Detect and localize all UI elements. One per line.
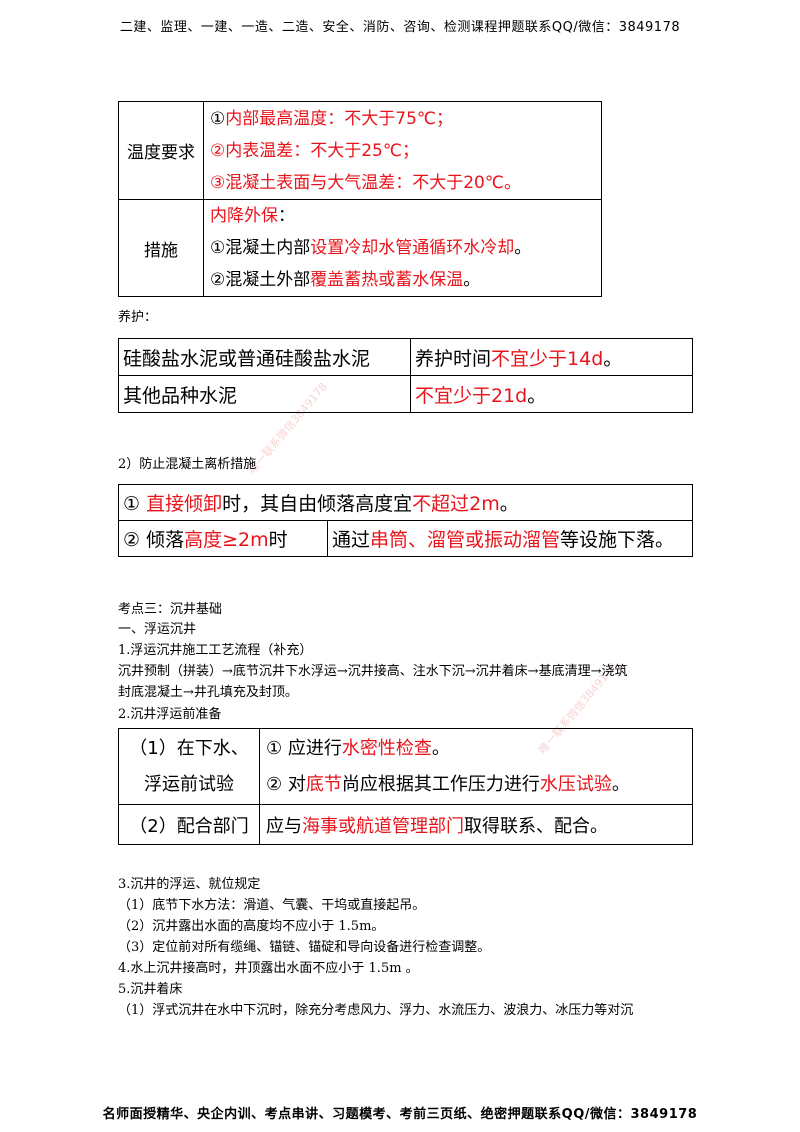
measures-label: 措施 <box>118 199 204 297</box>
temp-line-3: ③混凝土表面与大气温差：不大于20℃。 <box>210 172 521 193</box>
temp-requirement-label: 温度要求 <box>118 101 204 200</box>
temp-requirement-cell: ①内部最高温度：不大于75℃； ②内表温差：不大于25℃； ③混凝土表面与大气温… <box>203 101 602 200</box>
segregation-title: 2）防止混凝土离析措施 <box>118 457 257 472</box>
measures-cell: 内降外保： ①混凝土内部设置冷却水管通循环水冷却。 ②混凝土外部覆盖蓄热或蓄水保… <box>203 199 602 297</box>
curing-r2-c2: 不宜少于21d。 <box>410 375 693 413</box>
section-title: 考点三：沉井基础 <box>118 602 223 617</box>
segregation-r2-c2: 通过串筒、溜管或振动溜管等设施下落。 <box>327 520 693 557</box>
item-5: 5.沉井着床 <box>118 982 183 997</box>
temp-line-1: ①内部最高温度：不大于75℃； <box>210 108 453 129</box>
flow-line-1: 沉井预制（拼装）→底节沉井下水浮运→沉井接高、注水下沉→沉井着床→基底清理→浇筑 <box>118 664 628 679</box>
rule-line-3: （3）定位前对所有缆绳、锚链、锚碇和导向设备进行检查调整。 <box>118 940 491 955</box>
flow-line-2: 封底混凝土→井孔填充及封顶。 <box>118 685 298 700</box>
measures-line-2: ①混凝土内部设置冷却水管通循环水冷却。 <box>210 238 532 258</box>
curing-table: 硅酸盐水泥或普通硅酸盐水泥 养护时间不宜少于14d。 其他品种水泥 不宜少于21… <box>118 338 693 413</box>
curing-title: 养护： <box>118 310 158 325</box>
rule-line-4: （1）浮式沉井在水中下沉时，除充分考虑风力、浮力、水流压力、波浪力、冰压力等对沉 <box>118 1003 634 1018</box>
page-header: 二建、监理、一建、一造、二造、安全、消防、咨询、检测课程押题联系QQ/微信：38… <box>119 20 681 35</box>
item-3: 3.沉井的浮运、就位规定 <box>118 877 261 892</box>
preparation-table: （1）在下水、 浮运前试验 ① 应进行水密性检查。 ② 对底节尚应根据其工作压力… <box>118 728 693 845</box>
temperature-table: 温度要求 ①内部最高温度：不大于75℃； ②内表温差：不大于25℃； ③混凝土表… <box>118 101 602 297</box>
prep-r1-label: （1）在下水、 浮运前试验 <box>118 728 260 805</box>
segregation-r2-c1: ② 倾落高度≥2m时 <box>118 520 328 557</box>
segregation-r1: ① 直接倾卸时，其自由倾落高度宜不超过2m。 <box>118 484 693 521</box>
prep-r1-content: ① 应进行水密性检查。 ② 对底节尚应根据其工作压力进行水压试验。 <box>259 728 693 805</box>
subsection-title: 一、浮运沉井 <box>118 622 197 637</box>
segregation-table: ① 直接倾卸时，其自由倾落高度宜不超过2m。 ② 倾落高度≥2m时 通过串筒、溜… <box>118 484 693 557</box>
item-1: 1.浮运沉井施工工艺流程（补充） <box>118 643 313 658</box>
page-footer: 名师面授精华、央企内训、考点串讲、习题模考、考前三页纸、绝密押题联系QQ/微信：… <box>102 1107 698 1122</box>
curing-r1-c1: 硅酸盐水泥或普通硅酸盐水泥 <box>118 338 411 376</box>
measures-line-1: 内降外保： <box>210 206 295 226</box>
curing-r2-c1: 其他品种水泥 <box>118 375 411 413</box>
item-4: 4.水上沉井接高时，井顶露出水面不应小于 1.5m 。 <box>118 961 419 976</box>
curing-r1-c2: 养护时间不宜少于14d。 <box>410 338 693 376</box>
measures-line-3: ②混凝土外部覆盖蓄热或蓄水保温。 <box>210 270 481 290</box>
rule-line-1: （1）底节下水方法：滑道、气囊、干坞或直接起吊。 <box>118 898 426 913</box>
prep-r2-label: （2）配合部门 <box>118 804 260 845</box>
prep-r2-content: 应与海事或航道管理部门取得联系、配合。 <box>259 804 693 845</box>
rule-line-2: （2）沉井露出水面的高度均不应小于 1.5m。 <box>118 919 385 934</box>
item-2: 2.沉井浮运前准备 <box>118 707 222 722</box>
temp-line-2: ②内表温差：不大于25℃； <box>210 140 419 161</box>
